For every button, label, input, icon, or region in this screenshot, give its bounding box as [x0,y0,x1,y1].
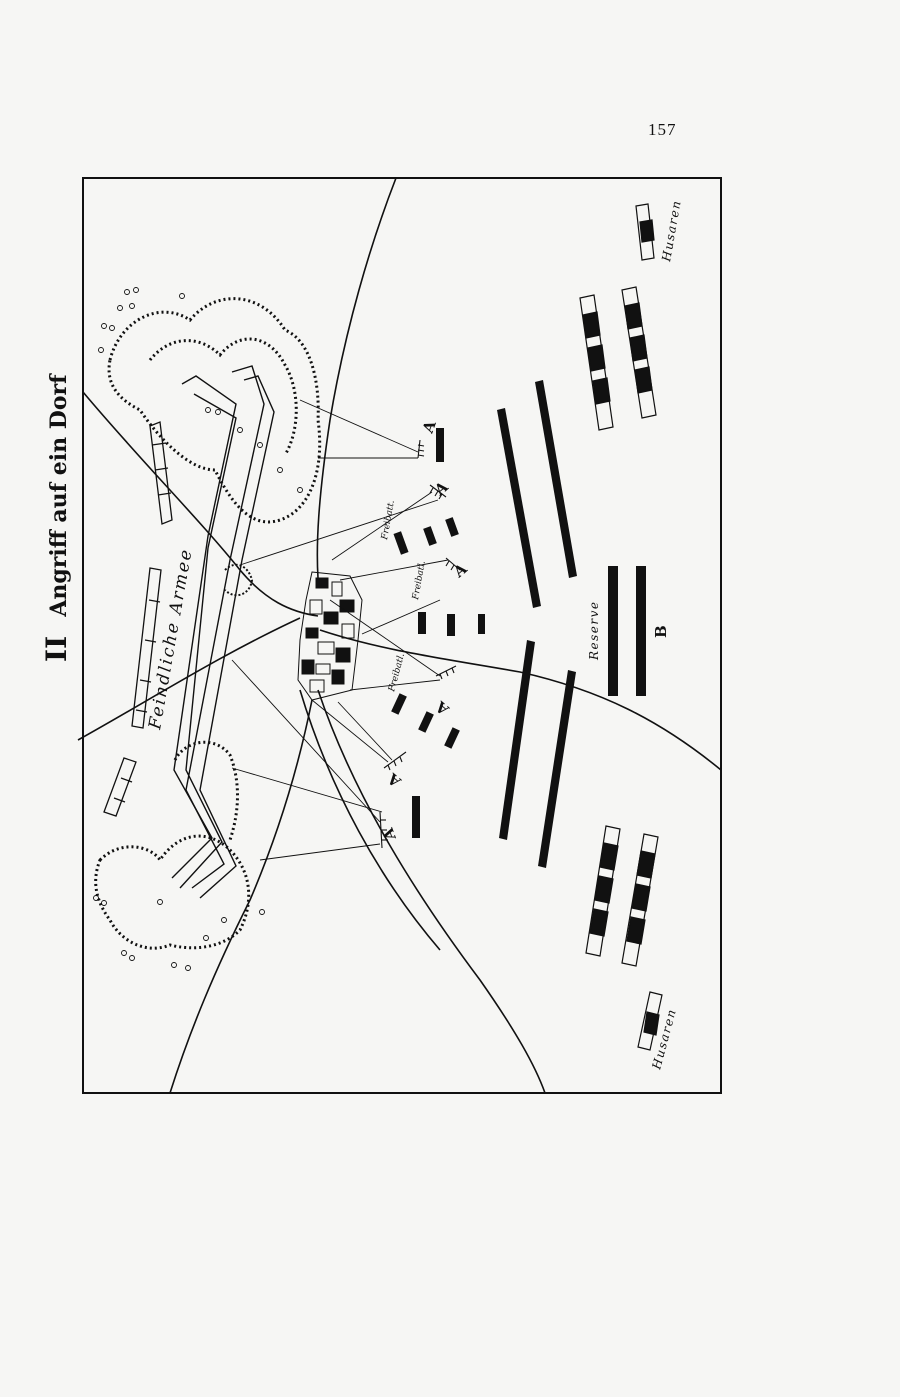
cavalry-left-1 [585,825,621,957]
battery-6 [379,811,388,849]
lines-of-fire [231,399,449,861]
roads [77,177,722,1094]
reserve-label: Reserve [587,600,601,661]
battery-5 [383,751,407,771]
reserve-lines [608,566,646,696]
cavalry-right-1 [579,294,614,431]
battery-4 [435,665,457,680]
battery-3 [445,557,461,571]
enemy-battalion-south [103,757,137,817]
hussars-north [635,203,655,261]
village-icon [297,571,363,701]
cavalry-squadron-icon [579,203,663,1051]
reserve-letter: B [652,625,670,638]
map-frame [82,177,722,1094]
hussars-label-north: Husaren [659,198,684,263]
cavalry-right-2 [621,286,657,419]
artillery-battery-icon [379,439,461,849]
hill-hatching-icon [94,297,322,950]
battalion-block-icon [391,428,485,838]
hussars-south [637,991,663,1051]
trees [93,287,303,971]
attack-letter-5: A [384,769,406,791]
enemy-battalion-centre [131,567,162,729]
attack-letter-4: A [432,697,454,719]
enemy-lines [103,421,173,817]
enemy-entrenchment [171,365,275,899]
freibat-label-3: Freibatl. [387,652,407,694]
enemy-battalion-north [149,421,173,525]
battery-1 [417,439,425,459]
battery-2 [429,484,447,500]
attack-letter-6: A [379,825,400,843]
cavalry-left-2 [621,833,659,967]
attack-letter-2: A [430,478,452,500]
page-number: 157 [648,120,677,139]
main-infantry-lines [497,380,577,868]
